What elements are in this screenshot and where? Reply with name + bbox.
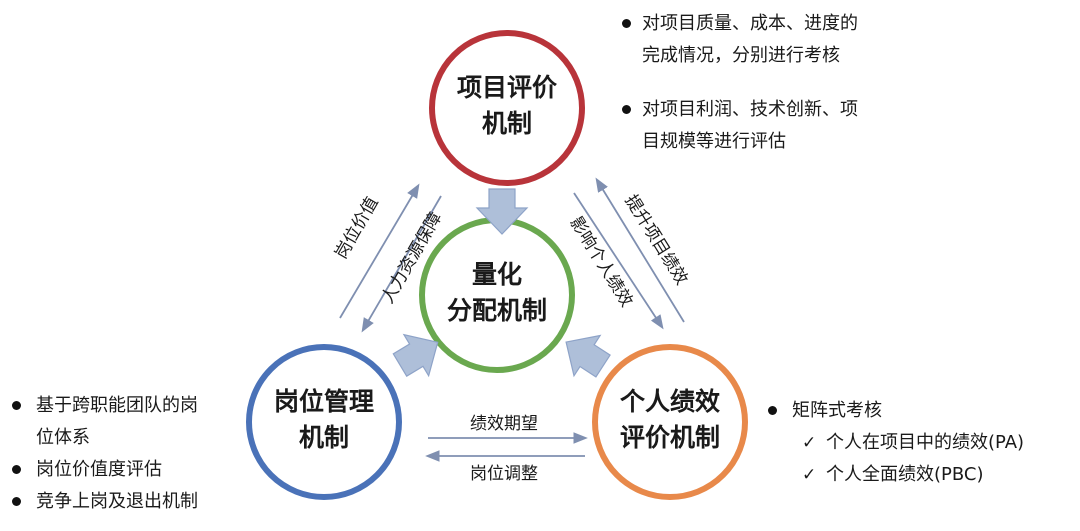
center-title-line2: 分配机制 <box>447 296 547 325</box>
block-arrow-from-project <box>475 188 529 235</box>
edge-label-post-value: 岗位价值 <box>331 194 382 263</box>
bullet-icon <box>12 497 21 506</box>
project-eval-circle <box>429 30 585 186</box>
project-eval-title-line2: 机制 <box>482 109 532 138</box>
bullet-icon <box>768 406 777 415</box>
center-title-line1: 量化 <box>472 260 522 289</box>
list-item: 矩阵式考核 <box>768 395 1024 427</box>
arrow-project-to-post <box>361 195 442 333</box>
list-item: 对项目质量、成本、进度的 完成情况，分别进行考核 <box>622 8 858 72</box>
block-arrow-from-personal <box>565 334 611 378</box>
personal-perf-title-line1: 个人绩效 <box>620 387 720 416</box>
quantified-distribution-circle <box>419 217 575 373</box>
bullet-icon <box>622 105 631 114</box>
post-mgmt-title-line1: 岗位管理 <box>274 387 374 416</box>
checkmark-icon: ✓ <box>802 433 817 453</box>
personal-perf-circle <box>592 344 748 500</box>
project-eval-title-line1: 项目评价 <box>457 73 558 102</box>
bullet-icon <box>12 401 21 410</box>
list-item: 岗位价值度评估 <box>12 454 198 486</box>
post-mgmt-notes: 基于跨职能团队的岗 位体系 岗位价值度评估 竞争上岗及退出机制 <box>12 390 198 518</box>
project-eval-notes: 对项目质量、成本、进度的 完成情况，分别进行考核 对项目利润、技术创新、项 目规… <box>622 8 858 158</box>
list-item: ✓ 个人在项目中的绩效(PA) <box>768 427 1024 459</box>
arrow-personal-to-project <box>595 177 685 323</box>
edge-label-improve-project: 提升项目绩效 <box>620 191 691 288</box>
bullet-icon <box>622 19 631 28</box>
post-mgmt-title-line2: 机制 <box>299 423 349 452</box>
arrow-post-to-project <box>339 183 420 319</box>
personal-perf-title-line2: 评价机制 <box>620 423 720 452</box>
edge-label-perf-expect: 绩效期望 <box>470 414 538 434</box>
list-item: 竞争上岗及退出机制 <box>12 486 198 518</box>
arrow-project-to-personal <box>573 192 664 330</box>
list-item: 对项目利润、技术创新、项 目规模等进行评估 <box>622 94 858 158</box>
personal-perf-notes: 矩阵式考核 ✓ 个人在项目中的绩效(PA) ✓ 个人全面绩效(PBC) <box>768 395 1024 491</box>
list-item: 基于跨职能团队的岗 位体系 <box>12 390 198 454</box>
bullet-icon <box>12 465 21 474</box>
block-arrow-from-post <box>392 333 439 378</box>
list-item: ✓ 个人全面绩效(PBC) <box>768 459 1024 491</box>
checkmark-icon: ✓ <box>802 465 817 485</box>
post-management-circle <box>246 344 402 500</box>
edge-label-post-adjust: 岗位调整 <box>470 464 538 484</box>
